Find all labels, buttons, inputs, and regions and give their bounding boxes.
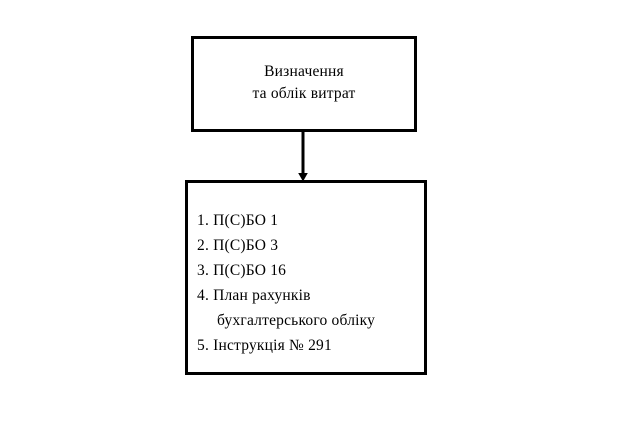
arrowhead-icon xyxy=(298,173,308,182)
regulations-node[interactable]: 1. П(С)БО 1 2. П(С)БО 3 3. П(С)БО 16 4. … xyxy=(185,180,427,375)
connector-arrow xyxy=(298,130,308,182)
process-node[interactable]: Визначення та облік витрат xyxy=(191,36,417,132)
regulations-list: 1. П(С)БО 1 2. П(С)БО 3 3. П(С)БО 16 4. … xyxy=(197,208,420,358)
list-item: 2. П(С)БО 3 xyxy=(197,237,279,254)
process-node-label: Визначення та облік витрат xyxy=(252,63,356,102)
list-item: 5. Інструкція № 291 xyxy=(197,337,332,354)
list-item: 3. П(С)БО 16 xyxy=(197,262,287,279)
list-item: 1. П(С)БО 1 xyxy=(197,212,279,229)
list-item: 4. План рахунків бухгалтерського обліку xyxy=(197,287,376,329)
